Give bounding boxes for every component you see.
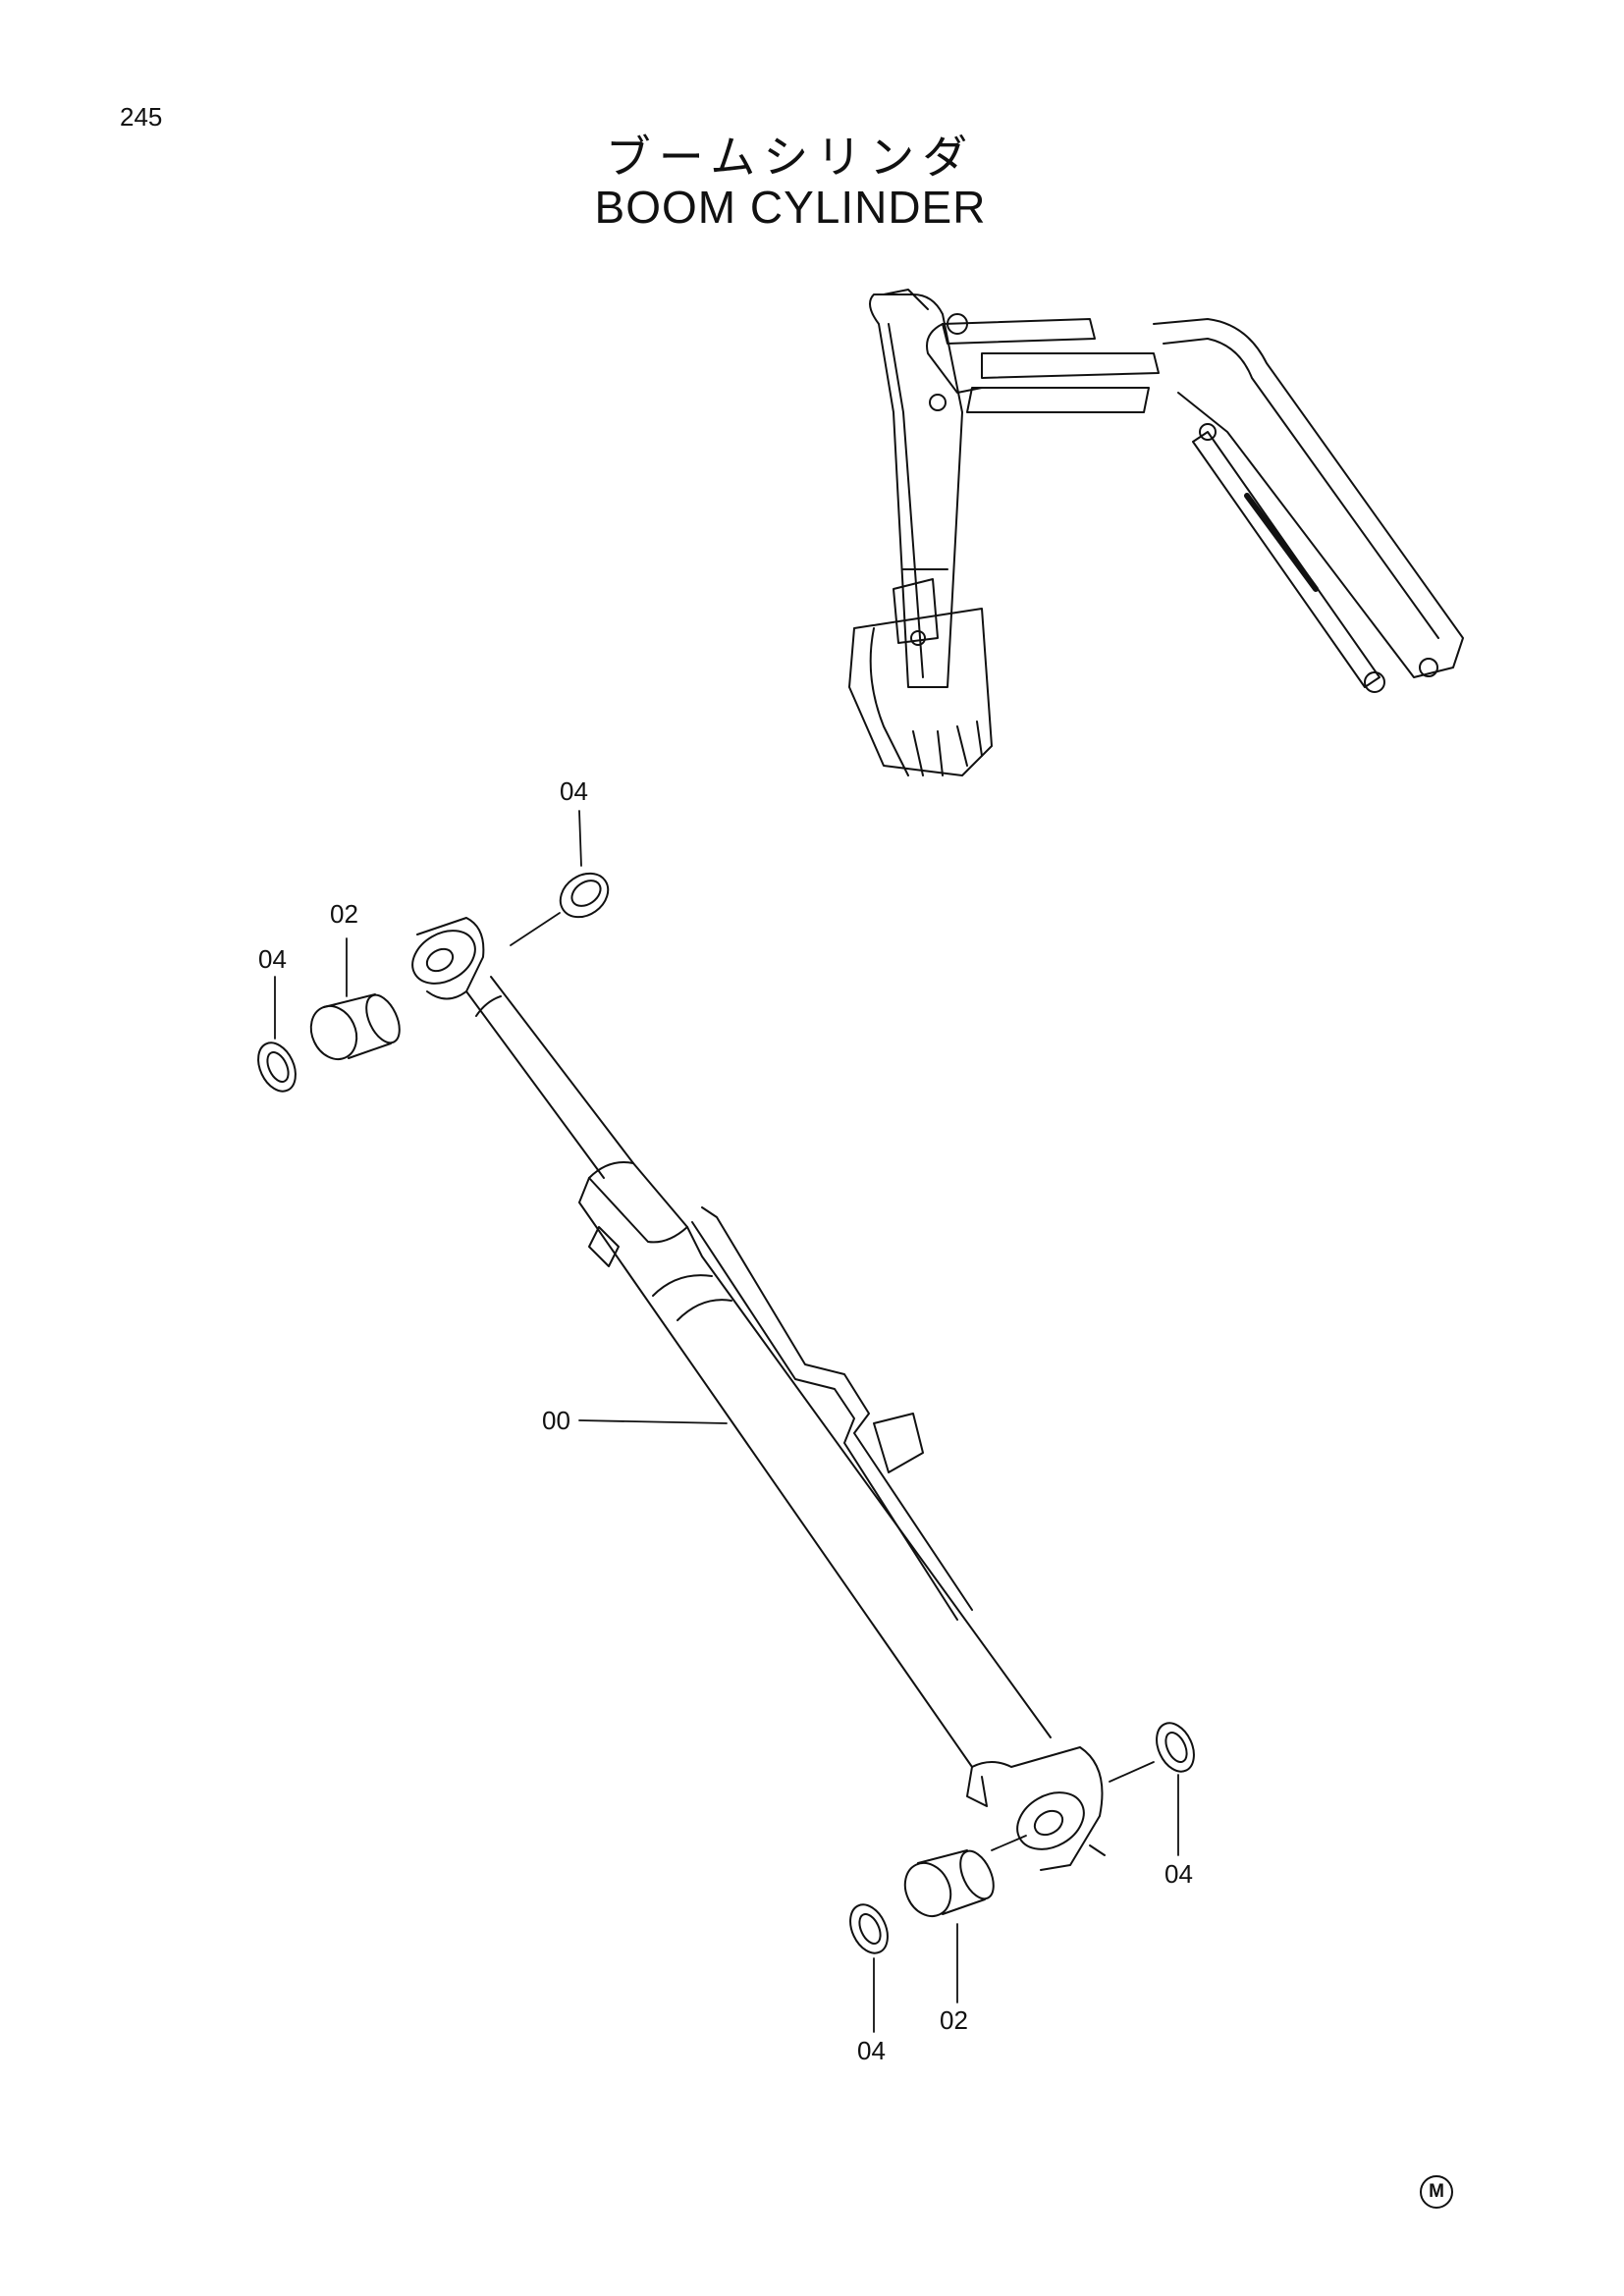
boom-cylinder-assembly [411,917,1106,1871]
seal-ring-top [559,872,610,919]
callout-04-bottom: 04 [857,2036,886,2065]
callout-00: 00 [542,1406,570,1435]
seal-ring-bottom [849,1903,889,1954]
bushing-bottom [903,1849,995,1918]
callout-02-top: 02 [330,899,358,929]
bushing-top [309,993,401,1061]
callout-02-bottom: 02 [940,2005,968,2035]
title-english: BOOM CYLINDER [594,182,987,233]
title-japanese: ブームシリンダ [605,131,976,184]
page-number: 245 [120,102,163,132]
excavator-inset-illustration [848,289,1464,776]
callout-04-left: 04 [258,944,287,974]
callout-04-right: 04 [1164,1859,1193,1889]
callout-04-top: 04 [560,776,588,806]
manufacturer-mark: M [1420,2175,1453,2209]
seal-ring-right [1156,1722,1195,1773]
leader-lines [274,810,1179,2033]
seal-ring-left [257,1041,297,1093]
